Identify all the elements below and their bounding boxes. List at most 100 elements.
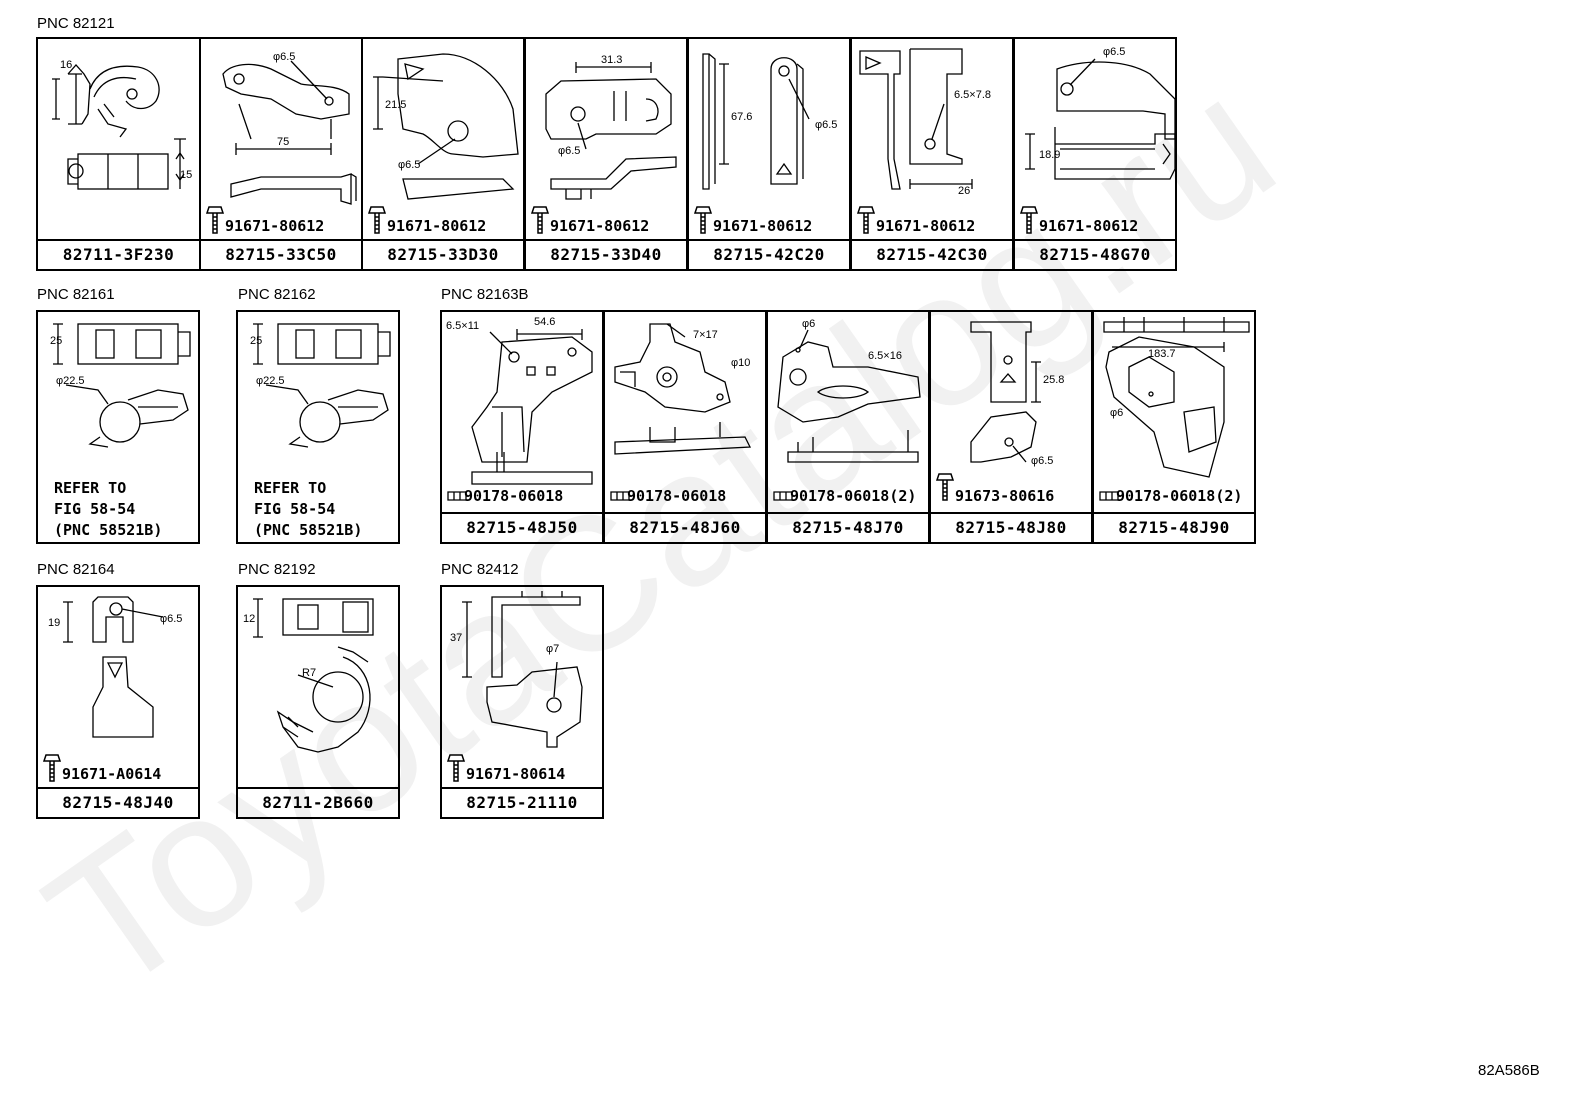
bolt-icon [610,491,630,501]
bolt-icon [447,491,467,501]
bracket-drawing [970,321,1041,463]
part-number: 82715-48J60 [605,512,765,542]
part-cell-82715-33C50[interactable]: φ6.5 75 91671-80612 82715-33C50 [199,37,363,271]
dimension-label: 75 [277,136,290,148]
part-cell-82715-48J70[interactable]: φ6 6.5×16 90178-06018(2) 82715-48J70 [766,310,930,544]
clamp-drawing [253,598,374,753]
dimension-label: φ6.5 [160,613,183,625]
dimension-label: 67.6 [731,111,753,123]
fastener-part-number: 91671-A0614 [62,765,162,783]
dimension-label: 7×17 [693,329,718,341]
pnc-label-82412: PNC 82412 [441,561,519,578]
refer-text-line: FIG 58-54 [54,500,136,518]
dimension-label: 6.5×7.8 [954,89,992,101]
dimension-label: φ6.5 [1103,46,1126,58]
bolt-icon [1099,491,1119,501]
pnc-label-82192: PNC 82192 [238,561,316,578]
clamp-drawing [53,323,191,448]
part-number: 82715-33D30 [363,239,523,269]
bracket-drawing [545,62,677,200]
part-cell-82715-48J50[interactable]: 6.5×11 54.6 90178-06018 82715-48J50 [440,310,604,544]
bolt-icon [42,754,62,782]
bolt-icon [367,206,387,234]
pnc-label-82164: PNC 82164 [37,561,115,578]
dimension-label: φ22.5 [56,375,85,387]
clamp-drawing [253,323,391,448]
part-number: 82715-48J70 [768,512,928,542]
part-cell-82711-2B660[interactable]: 12 R7 82711-2B660 [236,585,400,819]
part-cell-pnc-82161[interactable]: 25 φ22.5 REFER TO FIG 58-54 (PNC 58521B) [36,310,200,544]
part-cell-82715-33D30[interactable]: 21.5 φ6.5 91671-80612 82715-33D30 [361,37,525,271]
part-cell-pnc-82162[interactable]: 25 φ22.5 REFER TO FIG 58-54 (PNC 58521B) [236,310,400,544]
bracket-drawing [471,329,593,485]
part-cell-82715-21110[interactable]: 37 φ7 91671-80614 82715-21110 [440,585,604,819]
dimension-label: 25.8 [1043,374,1065,386]
part-cell-82715-42C30[interactable]: 6.5×7.8 26 91671-80612 82715-42C30 [850,37,1014,271]
dimension-label: φ6 [1110,407,1124,419]
bracket-drawing [1025,58,1176,180]
bolt-icon [773,491,793,501]
dimension-label: 37 [450,632,463,644]
part-cell-82715-48J80[interactable]: 25.8 φ6.5 91673-80616 82715-48J80 [929,310,1093,544]
dimension-label: φ22.5 [256,375,285,387]
dimension-label: 31.3 [601,54,623,66]
dimension-label: φ6.5 [558,145,581,157]
dimension-label: 19 [48,617,61,629]
bracket-drawing [222,60,357,205]
part-number: 82711-3F230 [38,239,199,269]
bracket-drawing [373,53,519,200]
bracket-drawing [614,323,752,455]
dimension-label: 183.7 [1148,348,1176,360]
fastener-part-number: 90178-06018 [627,487,727,505]
dimension-label: φ6.5 [815,119,838,131]
bracket-drawing [859,48,973,190]
refer-text-line: (PNC 58521B) [54,521,163,539]
part-cell-82715-42C20[interactable]: 67.6 φ6.5 91671-80612 82715-42C20 [687,37,851,271]
part-cell-82715-48J90[interactable]: 183.7 φ6 90178-06018(2) 82715-48J90 [1092,310,1256,544]
dimension-label: 6.5×16 [868,350,902,362]
part-number: 82715-48J50 [442,512,602,542]
fastener-part-number: 91671-80612 [225,217,325,235]
part-number: 82715-42C30 [852,239,1012,269]
fastener-part-number: 91671-80612 [713,217,813,235]
pnc-label-82163B: PNC 82163B [441,286,529,303]
dimension-label: φ6 [802,318,816,330]
dimension-label: φ6.5 [273,51,296,63]
refer-text-line: FIG 58-54 [254,500,336,518]
dimension-label: 12 [243,613,256,625]
fastener-part-number: 91671-80614 [466,765,566,783]
refer-text-line: REFER TO [254,479,327,497]
dimension-label: φ6.5 [398,159,421,171]
dimension-label: 26 [958,185,971,197]
part-cell-82715-48J40[interactable]: 19 φ6.5 91671-A0614 82715-48J40 [36,585,200,819]
bracket-drawing [63,596,164,738]
part-number: 82715-48G70 [1015,239,1175,269]
dimension-label: R7 [302,667,317,679]
part-number: 82711-2B660 [238,787,398,817]
part-number: 82715-48J40 [38,787,198,817]
bolt-icon [693,206,713,234]
fastener-part-number: 90178-06018(2) [1116,487,1243,505]
dimension-label: 25 [250,335,263,347]
bolt-icon [856,206,876,234]
dimension-label: 18.9 [1039,149,1061,161]
part-number: 82715-48J90 [1094,512,1254,542]
part-number: 82715-33C50 [201,239,361,269]
dimension-label: 21.5 [385,99,407,111]
part-number: 82715-48J80 [931,512,1091,542]
dimension-label: φ6.5 [1031,455,1054,467]
bracket-drawing [1103,317,1250,478]
dimension-label: 25 [50,335,63,347]
bolt-icon [205,206,225,234]
dimension-label: φ7 [546,643,560,655]
fastener-part-number: 90178-06018 [464,487,564,505]
pnc-label-82161: PNC 82161 [37,286,115,303]
part-cell-82715-48G70[interactable]: φ6.5 18.9 91671-80612 82715-48G70 [1013,37,1177,271]
refer-text-line: REFER TO [54,479,127,497]
fastener-part-number: 91671-80612 [387,217,487,235]
part-cell-82715-48J60[interactable]: 7×17 φ10 90178-06018 82715-48J60 [603,310,767,544]
part-cell-82715-33D40[interactable]: 31.3 φ6.5 91671-80612 82715-33D40 [524,37,688,271]
fastener-part-number: 91671-80612 [876,217,976,235]
part-cell-82711-3F230[interactable]: 16 15 82711-3F230 [36,37,201,271]
fastener-part-number: 90178-06018(2) [790,487,917,505]
